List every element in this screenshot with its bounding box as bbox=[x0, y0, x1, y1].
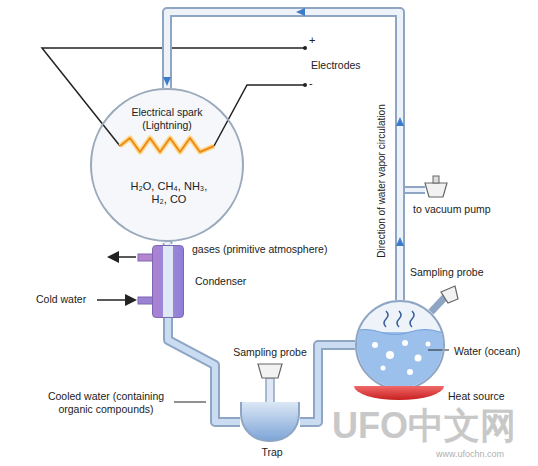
leader-line bbox=[174, 402, 206, 403]
arrow-head bbox=[163, 77, 171, 86]
circulation-label: Direction of water vapor circulation bbox=[376, 75, 390, 287]
sampling-probe-label: Sampling probe bbox=[410, 266, 500, 279]
node-label: Water (ocean) bbox=[454, 345, 534, 358]
spark-chamber-fill bbox=[91, 89, 243, 241]
vacuum-valve bbox=[425, 183, 447, 197]
leader-line bbox=[428, 350, 449, 351]
trap: Trap bbox=[240, 402, 300, 442]
polarity-sign: + bbox=[309, 34, 321, 47]
gases-label: gases (primitive atmosphere) bbox=[192, 243, 352, 256]
probe-tube bbox=[266, 378, 274, 404]
vapor-squiggles bbox=[384, 311, 414, 327]
sampling-probe-label: Sampling probe bbox=[222, 346, 318, 359]
polarity-sign: - bbox=[309, 77, 321, 90]
condenser-outlet-port bbox=[138, 254, 153, 261]
node-label: Heat source bbox=[448, 390, 518, 403]
vacuum-pump-label: to vacuum pump bbox=[413, 203, 508, 216]
valve-handle bbox=[433, 176, 439, 183]
tube-wall bbox=[168, 318, 240, 422]
tube-wall bbox=[167, 12, 400, 300]
condenser-inlet-port bbox=[138, 297, 153, 304]
glass-tube bbox=[168, 318, 240, 422]
node-label: Trap bbox=[232, 446, 312, 459]
electrode-terminal bbox=[303, 83, 307, 87]
flow-arrow bbox=[296, 8, 305, 16]
ocean-flask: Water (ocean) bbox=[355, 300, 445, 390]
condenser: Condenser bbox=[152, 245, 184, 318]
flow-arrow bbox=[396, 237, 404, 246]
vacuum-branch bbox=[405, 186, 425, 194]
cooled-water-label: Cooled water (containing organic compoun… bbox=[40, 390, 172, 415]
water-in-arrow bbox=[97, 299, 134, 301]
node-label: Electrical spark (Lightning) bbox=[112, 106, 222, 131]
cold-water-label: Cold water bbox=[36, 293, 96, 306]
trap-probe-valve bbox=[258, 364, 282, 378]
electrode-terminal bbox=[303, 46, 307, 50]
spark-glow bbox=[120, 138, 214, 152]
electrode-wire bbox=[214, 85, 305, 146]
tube-bore bbox=[167, 12, 400, 300]
node-label: Condenser bbox=[195, 275, 265, 288]
electrode-wire bbox=[42, 48, 305, 146]
electrodes-label: Electrodes bbox=[311, 59, 373, 72]
heat-source: Heat source bbox=[354, 386, 444, 400]
watermark: UFO中文网 bbox=[332, 404, 532, 447]
flask-probe-valve bbox=[441, 286, 458, 303]
probe-tube bbox=[431, 296, 446, 312]
flow-arrow bbox=[396, 117, 404, 126]
vacuum-branch bbox=[405, 188, 425, 192]
node-body: H₂O, CH₄, NH₃, H₂, CO bbox=[127, 180, 211, 206]
glass-tube bbox=[163, 12, 400, 300]
water-out-arrow bbox=[110, 256, 136, 258]
spark-zigzag bbox=[120, 138, 214, 152]
watermark-url: www.ufochn.com bbox=[436, 449, 526, 460]
spark-chamber: Electrical spark (Lightning) H₂O, CH₄, NH… bbox=[90, 88, 244, 242]
ocean-water bbox=[350, 330, 455, 403]
tube-bore bbox=[168, 318, 240, 422]
